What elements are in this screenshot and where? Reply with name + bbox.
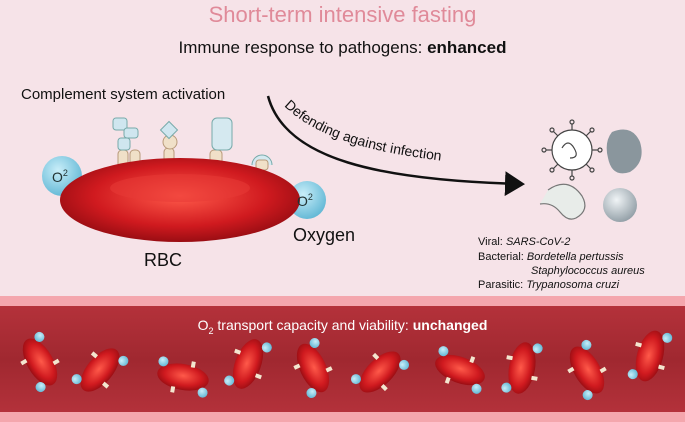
pathogen-bacterial-2: Staphylococcus aureus [531,265,645,277]
o2-molecule-right [288,181,326,219]
complement-label: Complement system activation [21,86,226,103]
pathogen-bacterial: Bacterial: Bordetella pertussis [478,251,624,263]
vessel-rbc [293,337,333,399]
vessel-rbc [157,356,209,398]
vessel-rbc [224,339,272,389]
vessel-rbc [435,346,485,394]
immune-response-text: Immune response to pathogens: [178,38,428,57]
vessel-rbc [20,331,60,393]
vessel-rbc [627,330,673,382]
complement-proteins [112,117,273,171]
red-blood-cell [60,158,300,242]
bacterium-icon [606,129,642,174]
vessel-rbc [71,348,129,392]
pathogen-parasitic: Parasitic: Trypanosoma cruzi [478,279,620,291]
vessel-rbc [567,339,607,401]
vessel-caption: O2 transport capacity and viability: unc… [197,317,488,336]
rbc-label: RBC [144,250,183,270]
infection-arrow [266,95,525,197]
immune-response-heading: Immune response to pathogens: enhanced [0,38,685,58]
coccus-icon [603,188,637,222]
pathogen-viral: Viral: SARS-CoV-2 [478,236,571,248]
vessel-rbc-group [20,330,673,401]
vessel-rbc [350,351,410,393]
vessel-rbc [501,342,543,394]
parasite-icon [539,183,586,220]
figure-title: Short-term intensive fasting [208,2,477,27]
immune-response-status: enhanced [427,38,507,57]
virus-icon [541,119,603,181]
oxygen-label: Oxygen [293,225,356,245]
